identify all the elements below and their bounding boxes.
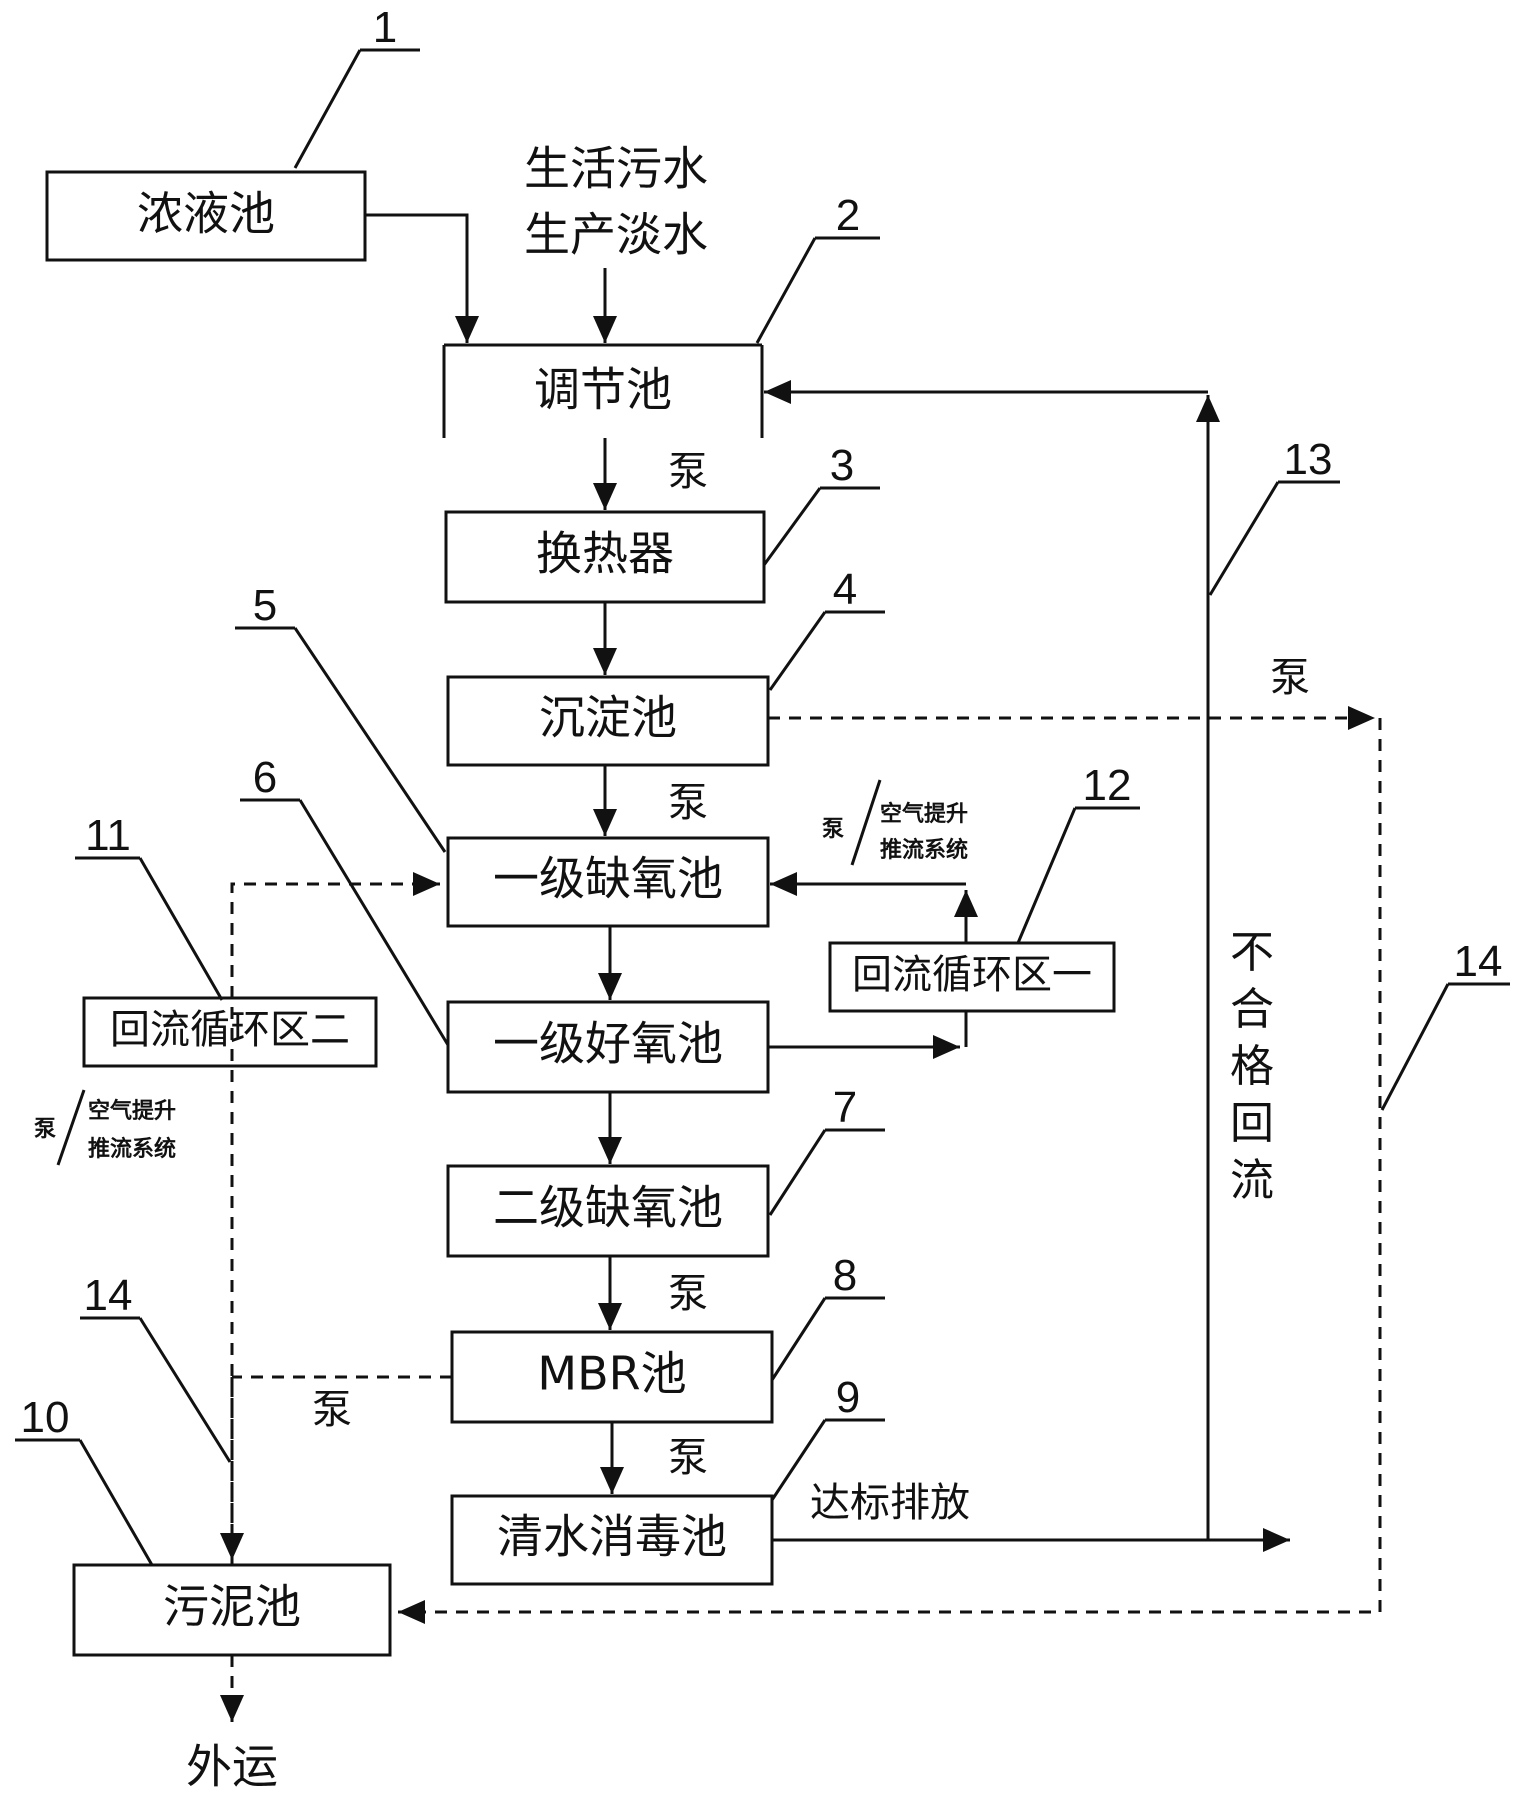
svg-text:二级缺氧池: 二级缺氧池: [493, 1181, 723, 1235]
svg-text:2: 2: [836, 191, 860, 240]
heat-exchanger-box: 换热器: [444, 510, 766, 604]
anoxic-tank-2-box: 二级缺氧池: [446, 1164, 770, 1258]
svg-text:12: 12: [1083, 761, 1132, 810]
ref-8: 8: [770, 1251, 885, 1381]
ref-14-left: 14: [80, 1271, 232, 1463]
svg-text:推流系统: 推流系统: [880, 837, 968, 863]
ref-10: 10: [15, 1393, 154, 1566]
concentrate-tank-box: 浓液池: [45, 170, 367, 262]
input-production-water: 生产淡水: [524, 208, 708, 262]
svg-text:13: 13: [1284, 435, 1333, 484]
svg-text:清水消毒池: 清水消毒池: [497, 1510, 727, 1564]
mbr-tank-box: MBR池: [450, 1330, 774, 1424]
svg-text:空气提升: 空气提升: [88, 1098, 176, 1124]
svg-text:MBR池: MBR池: [537, 1347, 686, 1401]
reflux2-to-anoxic1-dashed-arrow: [230, 872, 440, 1565]
svg-text:6: 6: [253, 753, 277, 802]
ref-3: 3: [762, 441, 880, 566]
discharge-label: 达标排放: [810, 1480, 970, 1526]
pump-label-6: 泵: [1270, 655, 1310, 701]
anoxic-tank-1-box: 一级缺氧池: [446, 836, 770, 928]
svg-text:泵: 泵: [822, 817, 844, 842]
svg-text:1: 1: [373, 3, 397, 52]
svg-text:回: 回: [1230, 1098, 1274, 1149]
pump-label-2: 泵: [668, 780, 708, 826]
svg-text:10: 10: [21, 1393, 70, 1442]
ref-9: 9: [770, 1373, 885, 1501]
svg-text:泵: 泵: [34, 1117, 56, 1142]
pump-label-4: 泵: [668, 1435, 708, 1481]
svg-text:不: 不: [1230, 927, 1274, 978]
reflux-zone-1-box: 回流循环区一: [828, 941, 1116, 1013]
sedimentation-tank-box: 沉淀池: [446, 675, 770, 767]
svg-text:4: 4: [833, 565, 857, 614]
pump-airlift-note-2: 泵 空气提升 推流系统: [34, 1089, 176, 1166]
pump-label-1: 泵: [668, 449, 708, 495]
svg-text:14: 14: [84, 1271, 133, 1320]
svg-text:流: 流: [1230, 1155, 1274, 1206]
ref-2: 2: [755, 191, 880, 344]
input-domestic-sewage: 生活污水: [524, 142, 708, 196]
svg-text:一级好氧池: 一级好氧池: [493, 1017, 723, 1071]
regulating-tank-box: 调节池: [442, 343, 764, 438]
clear-water-disinfection-tank-box: 清水消毒池: [450, 1494, 774, 1586]
unqualified-return-label: 不 合 格 回 流: [1230, 927, 1274, 1206]
svg-text:3: 3: [830, 441, 854, 490]
ref-14-right: 14: [1380, 937, 1510, 1111]
ref-1: 1: [293, 3, 420, 169]
sludge-return-dashed-arrow: [398, 718, 1382, 1624]
transport-out-label: 外运: [186, 1740, 278, 1794]
svg-text:9: 9: [836, 1373, 860, 1422]
sludge-tank-box: 污泥池: [72, 1563, 392, 1657]
pump-airlift-note-1: 泵 空气提升 推流系统: [822, 779, 968, 866]
ref-5: 5: [235, 581, 447, 853]
svg-text:调节池: 调节池: [534, 363, 672, 417]
svg-text:8: 8: [833, 1251, 857, 1300]
svg-text:回流循环区一: 回流循环区一: [852, 952, 1092, 998]
svg-text:14: 14: [1454, 937, 1503, 986]
ref-6: 6: [240, 753, 450, 1046]
svg-text:11: 11: [85, 811, 131, 860]
ref-7: 7: [768, 1083, 885, 1216]
reflux-zone-2-box: 回流循环区二: [82, 996, 378, 1068]
concentrate-to-regulating-arrow: [365, 213, 479, 343]
svg-text:沉淀池: 沉淀池: [539, 691, 677, 745]
svg-text:浓液池: 浓液池: [137, 187, 275, 241]
svg-text:5: 5: [253, 581, 277, 630]
svg-text:污泥池: 污泥池: [163, 1580, 301, 1634]
svg-text:空气提升: 空气提升: [880, 801, 968, 827]
svg-text:换热器: 换热器: [536, 527, 674, 581]
ref-12: 12: [1016, 761, 1140, 944]
pump-label-5: 泵: [312, 1387, 352, 1433]
aerobic-tank-1-box: 一级好氧池: [446, 1000, 770, 1094]
ref-13: 13: [1208, 435, 1340, 596]
ref-11: 11: [75, 811, 224, 1001]
svg-text:一级缺氧池: 一级缺氧池: [493, 852, 723, 906]
svg-text:格: 格: [1230, 1041, 1274, 1092]
svg-text:合: 合: [1230, 984, 1274, 1035]
ref-4: 4: [768, 565, 885, 691]
svg-text:7: 7: [833, 1083, 857, 1132]
pump-label-3: 泵: [668, 1271, 708, 1317]
svg-text:推流系统: 推流系统: [88, 1136, 176, 1162]
svg-text:回流循环区二: 回流循环区二: [110, 1007, 350, 1053]
